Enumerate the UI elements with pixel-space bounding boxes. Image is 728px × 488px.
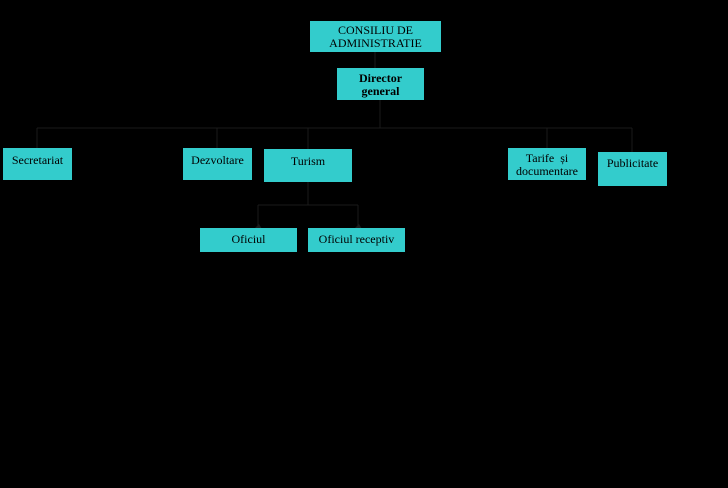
node-dezvoltare-label: Dezvoltare [191,153,244,167]
node-turism-label: Turism [290,154,326,168]
node-oficiul-receptiv-label: Oficiul receptiv [318,232,395,246]
node-consiliu-line-1: CONSILIU DE [338,23,413,37]
node-oficiul-receptiv: Oficiul receptiv [308,228,405,252]
arrowhead-oficiul-receptiv-icon [354,224,362,229]
arrowhead-oficiul-icon [254,224,262,229]
node-tarife-line-1: Tarife și [525,151,569,165]
node-turism: Turism [264,149,352,182]
node-consiliu-de-administratie: CONSILIU DE ADMINISTRATIE [310,21,441,52]
node-oficiul: Oficiul [200,228,297,252]
node-secretariat-label: Secretariat [11,153,64,167]
node-oficiul-label: Oficiul [231,232,266,246]
node-director-line-1: Director [358,71,403,85]
node-publicitate: Publicitate [598,152,667,186]
node-director-line-2: general [361,84,400,98]
node-director-general: Director general [337,68,424,100]
node-consiliu-line-2: ADMINISTRATIE [329,36,422,50]
node-publicitate-label: Publicitate [606,156,659,170]
node-tarife-line-2: documentare [516,164,578,178]
node-secretariat: Secretariat [3,148,72,180]
node-tarife-si-documentare: Tarife și documentare [508,148,586,180]
node-dezvoltare: Dezvoltare [183,148,252,180]
